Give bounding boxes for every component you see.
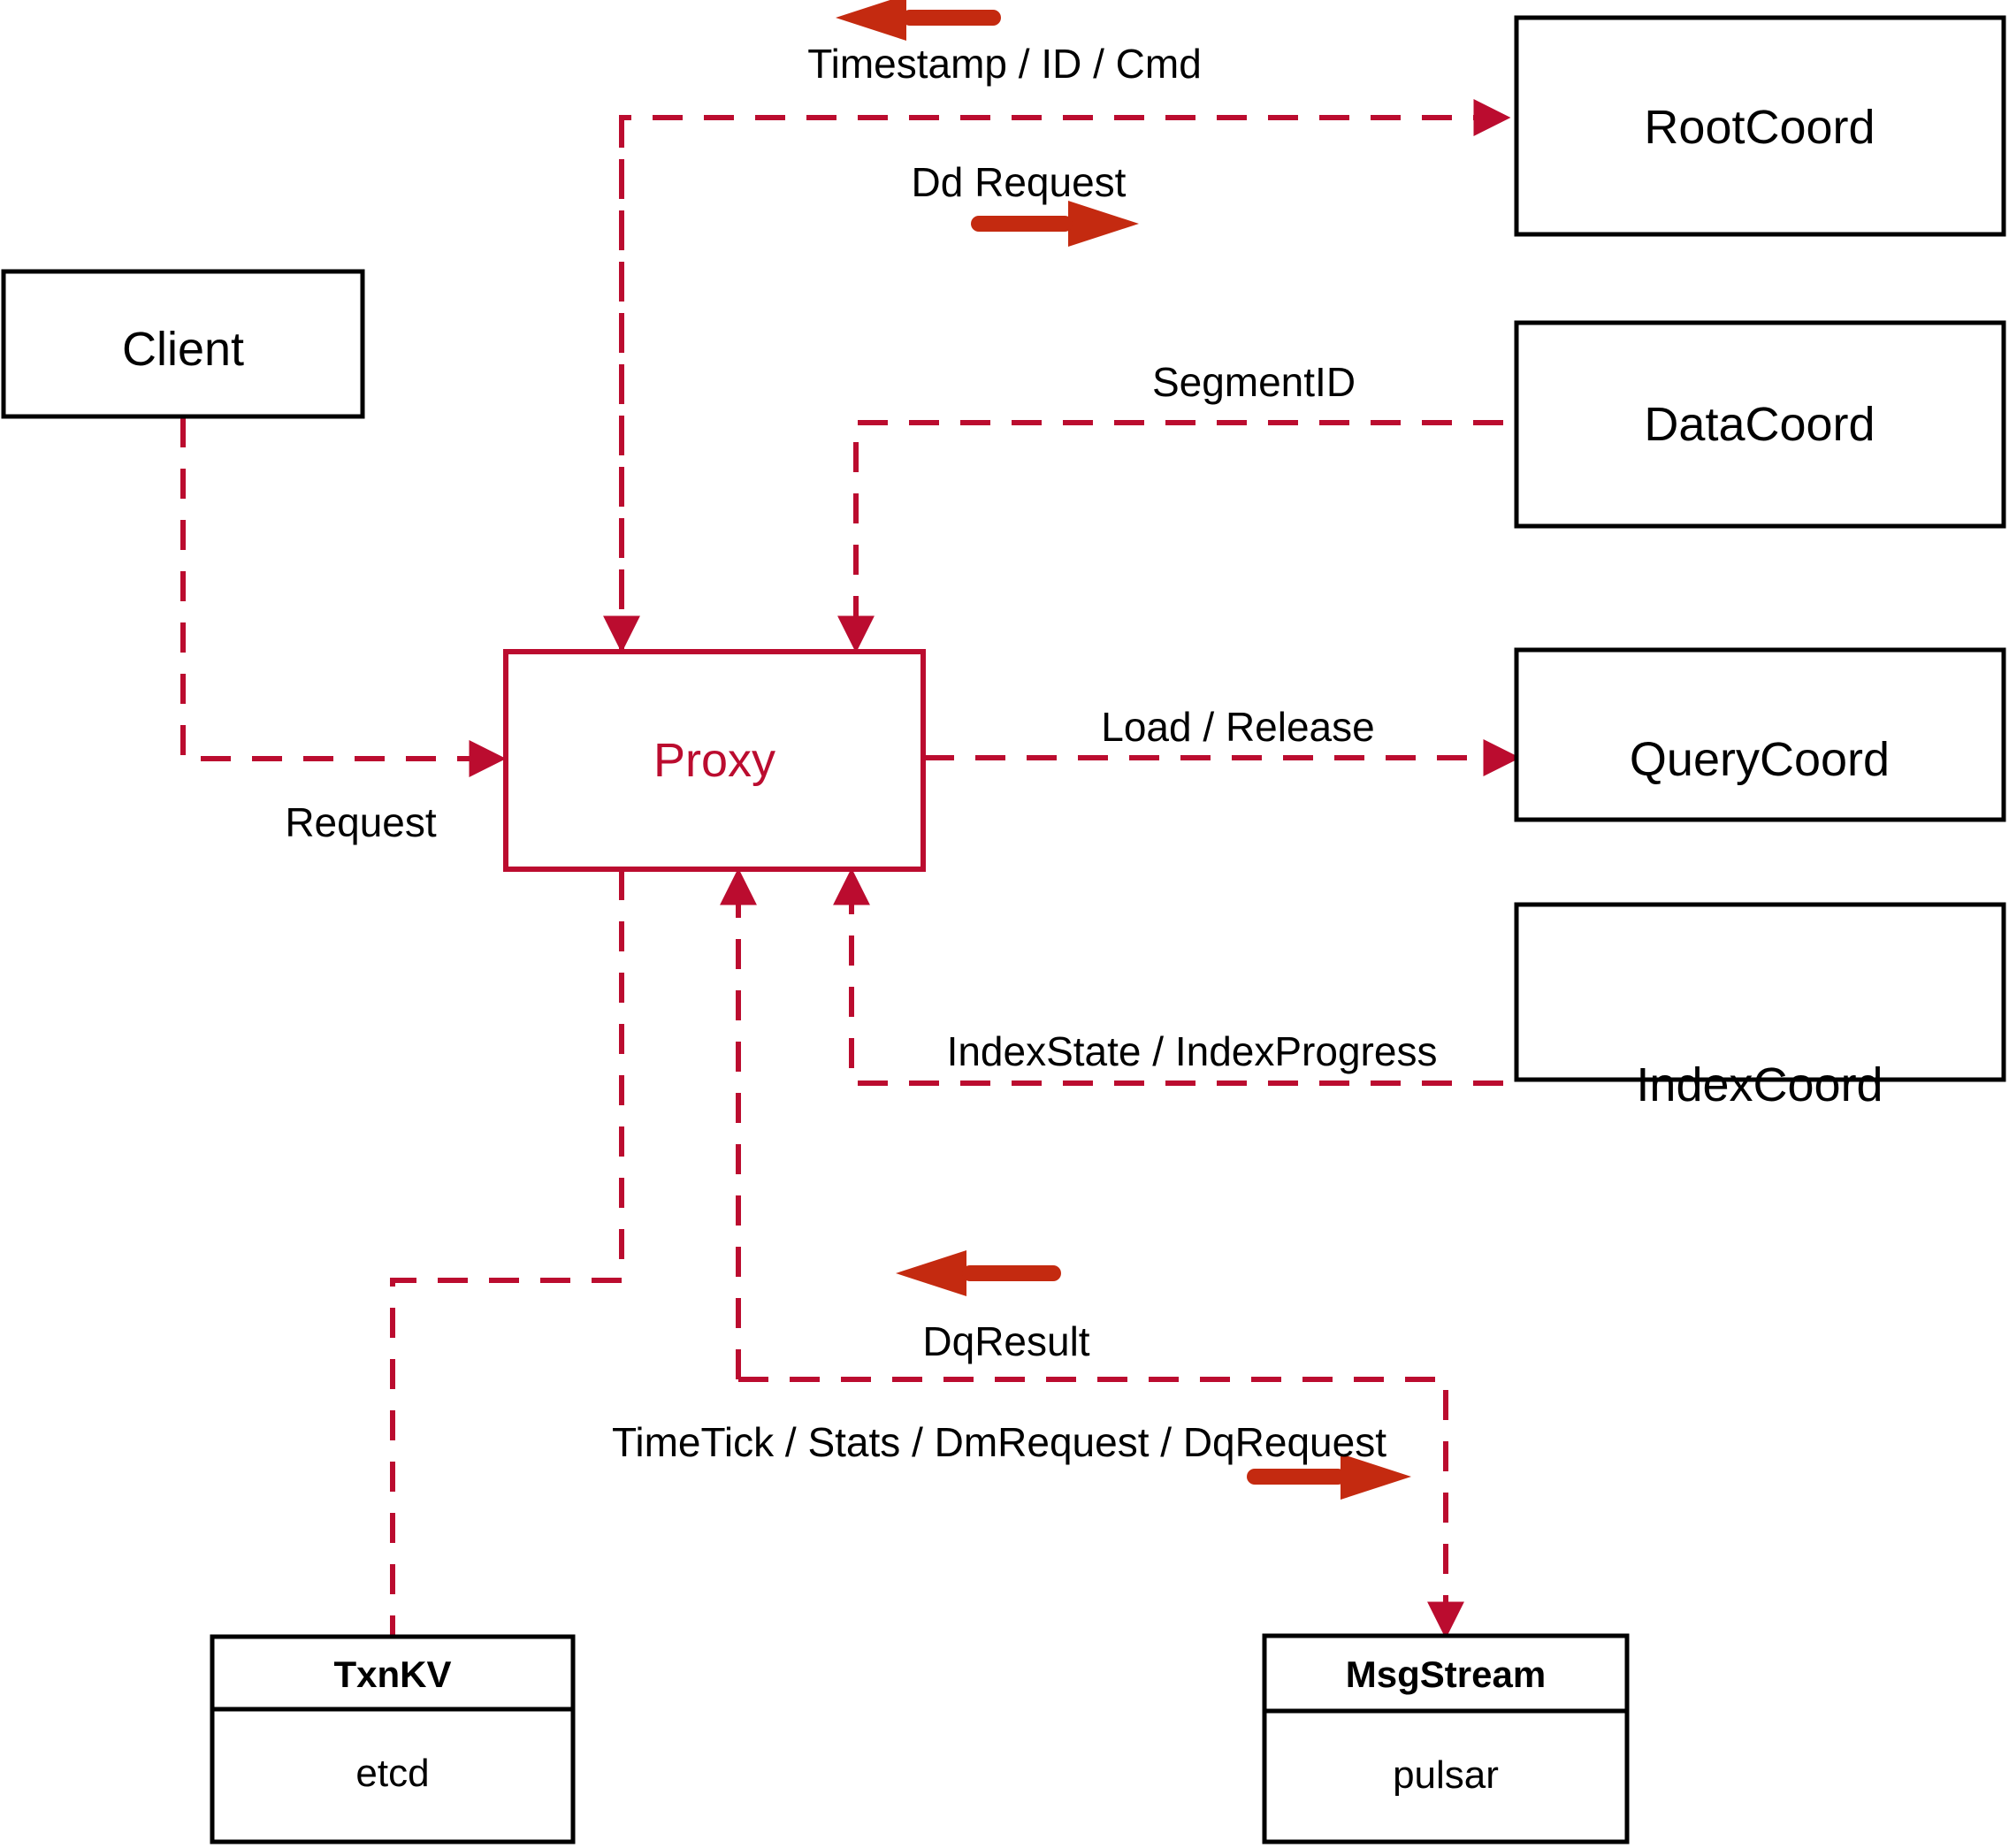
- node-msgstream-label: MsgStream: [1346, 1653, 1546, 1695]
- edge-label-timetick-stats-dmrequest-dqrequest: TimeTick / Stats / DmRequest / DqRequest: [612, 1419, 1386, 1465]
- edge-label-segmentid: SegmentID: [1152, 359, 1356, 405]
- node-indexcoord-label: IndexCoord: [1636, 1058, 1883, 1111]
- node-msgstream-sublabel: pulsar: [1393, 1753, 1499, 1797]
- direction-arrow-dqresult: [896, 1250, 1061, 1296]
- direction-arrow-dd-request: [971, 201, 1139, 247]
- node-rootcoord-label: RootCoord: [1644, 101, 1875, 154]
- edge-label-load-release: Load / Release: [1101, 704, 1374, 750]
- edge-label-timestamp-id-cmd: Timestamp / ID / Cmd: [807, 41, 1202, 87]
- node-datacoord[interactable]: DataCoord: [1514, 320, 2006, 529]
- edge-path-datacoord-proxy: [837, 420, 1503, 653]
- edge-label-indexstate-indexprogress: IndexState / IndexProgress: [947, 1028, 1438, 1074]
- node-datacoord-label: DataCoord: [1644, 398, 1875, 451]
- node-client-label: Client: [122, 323, 244, 376]
- node-querycoord-label: QueryCoord: [1630, 733, 1890, 786]
- node-msgstream[interactable]: MsgStream pulsar: [1262, 1633, 1630, 1844]
- edge-path-indexcoord-proxy: [833, 867, 1503, 1086]
- edge-label-dd-request: Dd Request: [912, 159, 1127, 205]
- edge-path-proxy-msgstream: [738, 1377, 1464, 1639]
- edge-path-proxy-txnkv: [390, 870, 624, 1637]
- edge-label-dqresult: DqResult: [922, 1318, 1089, 1364]
- node-proxy[interactable]: Proxy: [503, 649, 926, 872]
- node-txnkv-label: TxnKV: [333, 1653, 451, 1695]
- node-querycoord[interactable]: QueryCoord: [1514, 647, 2006, 822]
- edge-label-request: Request: [285, 799, 437, 845]
- node-proxy-label: Proxy: [653, 734, 775, 787]
- direction-arrow-timetick-stats: [1247, 1454, 1411, 1500]
- node-txnkv-sublabel: etcd: [355, 1752, 429, 1795]
- node-rootcoord[interactable]: RootCoord: [1514, 15, 2006, 237]
- node-indexcoord[interactable]: IndexCoord: [1514, 902, 2006, 1111]
- edge-path-client-proxy: [180, 417, 507, 777]
- node-txnkv[interactable]: TxnKV etcd: [210, 1634, 576, 1844]
- direction-arrow-timestamp-id-cmd: [836, 0, 1001, 41]
- node-client[interactable]: Client: [1, 269, 365, 419]
